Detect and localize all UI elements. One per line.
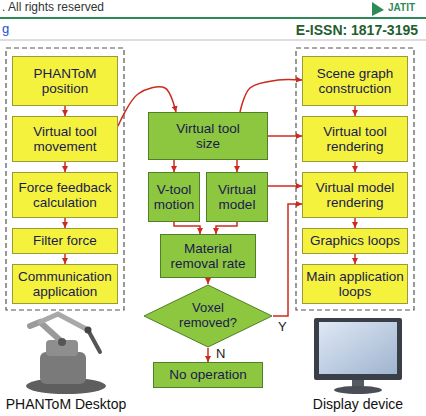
logo-mark (372, 2, 384, 16)
flow-arrow (354, 218, 356, 228)
copyright-note: . All rights reserved (2, 1, 104, 15)
process-box: Scene graph construction (302, 56, 408, 106)
process-box: Virtual model (206, 172, 268, 222)
box-text: Main application loops (306, 269, 404, 299)
process-box: Filter force (12, 228, 118, 254)
process-box: Force feedback calculation (12, 172, 118, 218)
box-text: No operation (157, 367, 259, 382)
box-text: Force feedback calculation (16, 180, 114, 210)
box-text: Virtual model (210, 182, 264, 212)
flow-arrow (236, 160, 238, 172)
flow-arrow (173, 160, 175, 172)
dashed-group (296, 48, 414, 310)
box-text: PHANToM position (16, 66, 114, 96)
box-text: Communication application (16, 269, 114, 299)
process-box: Material removal rate (160, 234, 256, 278)
flow-arrow (64, 106, 66, 116)
flow-arrow (354, 254, 356, 264)
process-box: Main application loops (302, 264, 408, 304)
branch-label: N (215, 347, 226, 361)
dashed-group (6, 48, 124, 310)
flow-arrow (268, 135, 302, 137)
flow-arrow (273, 204, 302, 316)
flow-arrow (64, 218, 66, 228)
box-text: Virtual tool rendering (306, 124, 404, 154)
process-box: Graphics loops (302, 228, 408, 254)
branch-label: Y (277, 320, 288, 334)
flow-arrow (64, 162, 66, 172)
process-box: PHANToM position (12, 56, 118, 106)
process-box: Communication application (12, 264, 118, 304)
issn-label: E-ISSN: 1817-3195 (296, 22, 418, 38)
process-box: No operation (153, 362, 263, 388)
flow-arrow (354, 162, 356, 172)
diamond-shape (144, 285, 272, 347)
link-fragment: g (2, 22, 9, 37)
flow-arrow (207, 278, 209, 284)
box-text: Graphics loops (306, 233, 404, 248)
process-box: Virtual tool size (148, 112, 268, 160)
haptic-device (26, 314, 106, 394)
box-text: Scene graph construction (306, 66, 404, 96)
flow-arrow (268, 185, 302, 187)
process-box: V-tool motion (148, 172, 200, 222)
header-rule (0, 40, 426, 41)
flow-arrow (174, 222, 200, 234)
logo-text: JATIT (388, 2, 415, 14)
box-text: Virtual tool size (165, 121, 251, 151)
header-rule (0, 17, 426, 19)
box-text: Filter force (16, 233, 114, 248)
box-text: Virtual model rendering (306, 180, 404, 210)
flow-arrow (64, 254, 66, 264)
flow-arrow (240, 79, 302, 112)
flow-arrow (207, 348, 209, 362)
box-text: Virtual tool movement (16, 124, 114, 154)
flow-arrow (354, 106, 356, 116)
process-box: Virtual tool movement (12, 116, 118, 162)
device-label: PHANToM Desktop (6, 396, 127, 412)
process-box: Virtual model rendering (302, 172, 408, 218)
box-text: V-tool motion (152, 182, 196, 212)
box-text: Material removal rate (164, 241, 252, 271)
decision-diamond: Voxel removed? (143, 284, 273, 348)
monitor (314, 318, 402, 394)
flow-arrow (216, 222, 237, 234)
process-box: Virtual tool rendering (302, 116, 408, 162)
device-label: Display device (313, 396, 403, 412)
box-text: Voxel removed? (173, 301, 243, 330)
